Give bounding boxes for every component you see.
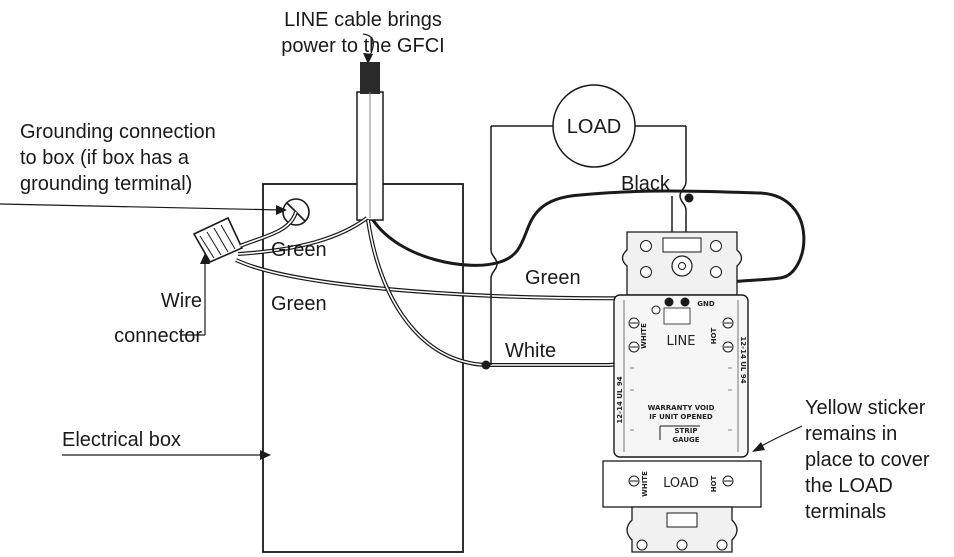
device-line-label: LINE <box>666 334 695 349</box>
device-load-label: LOAD <box>663 476 699 491</box>
device-gnd-label: GND <box>697 300 715 308</box>
green-label-3: Green <box>271 293 327 315</box>
grounding-label-2: to box (if box has a <box>20 147 190 169</box>
black-wire-label: Black <box>621 173 671 195</box>
sticker-label-2: remains in <box>805 423 897 445</box>
grounding-label-3: grounding terminal) <box>20 173 192 195</box>
device-hot-lower: HOT <box>710 475 718 492</box>
load-circle <box>552 84 636 168</box>
grounding-label-1: Grounding connection <box>20 121 216 143</box>
wire-connector-label-1: Wire <box>161 290 202 312</box>
line-cable-label-1: LINE cable brings <box>284 9 442 31</box>
arrow-heads <box>200 53 765 460</box>
load-wiring <box>490 125 687 365</box>
junction-black <box>684 193 694 203</box>
device-side-left: 12-14 UL 94 <box>616 376 624 423</box>
sticker-label-1: Yellow sticker <box>805 397 926 419</box>
line-cable-label-2: power to the GFCI <box>281 35 444 57</box>
white-wire-label: White <box>505 340 556 362</box>
green-label-2: Green <box>525 267 581 289</box>
gfci-device: LINE GND WHITE HOT 12-14 UL 94 12-14 UL … <box>602 231 762 553</box>
device-warranty-1: WARRANTY VOID <box>648 404 715 412</box>
wire-connector <box>192 216 244 264</box>
green-label-1: Green <box>271 239 327 261</box>
sticker-label-5: terminals <box>805 501 886 523</box>
junction-white <box>481 360 491 370</box>
device-strip-1: STRIP <box>675 427 698 435</box>
line-cable-end <box>360 62 380 94</box>
device-side-right: 12-14 UL 94 <box>739 336 747 383</box>
sticker-label-4: the LOAD <box>805 475 893 497</box>
yellow-sticker <box>602 460 762 508</box>
device-hot-label: HOT <box>710 327 718 344</box>
device-white-label: WHITE <box>640 323 648 349</box>
wire-connector-label-2: connector <box>114 325 202 347</box>
sticker-label-3: place to cover <box>805 449 930 471</box>
device-strip-2: GAUGE <box>672 436 699 444</box>
device-white-lower: WHITE <box>641 471 649 497</box>
ground-wires <box>235 211 649 301</box>
load-label: LOAD <box>567 116 621 138</box>
electrical-box-label: Electrical box <box>62 429 181 451</box>
black-wire <box>371 189 806 302</box>
device-warranty-2: IF UNIT OPENED <box>649 413 713 421</box>
